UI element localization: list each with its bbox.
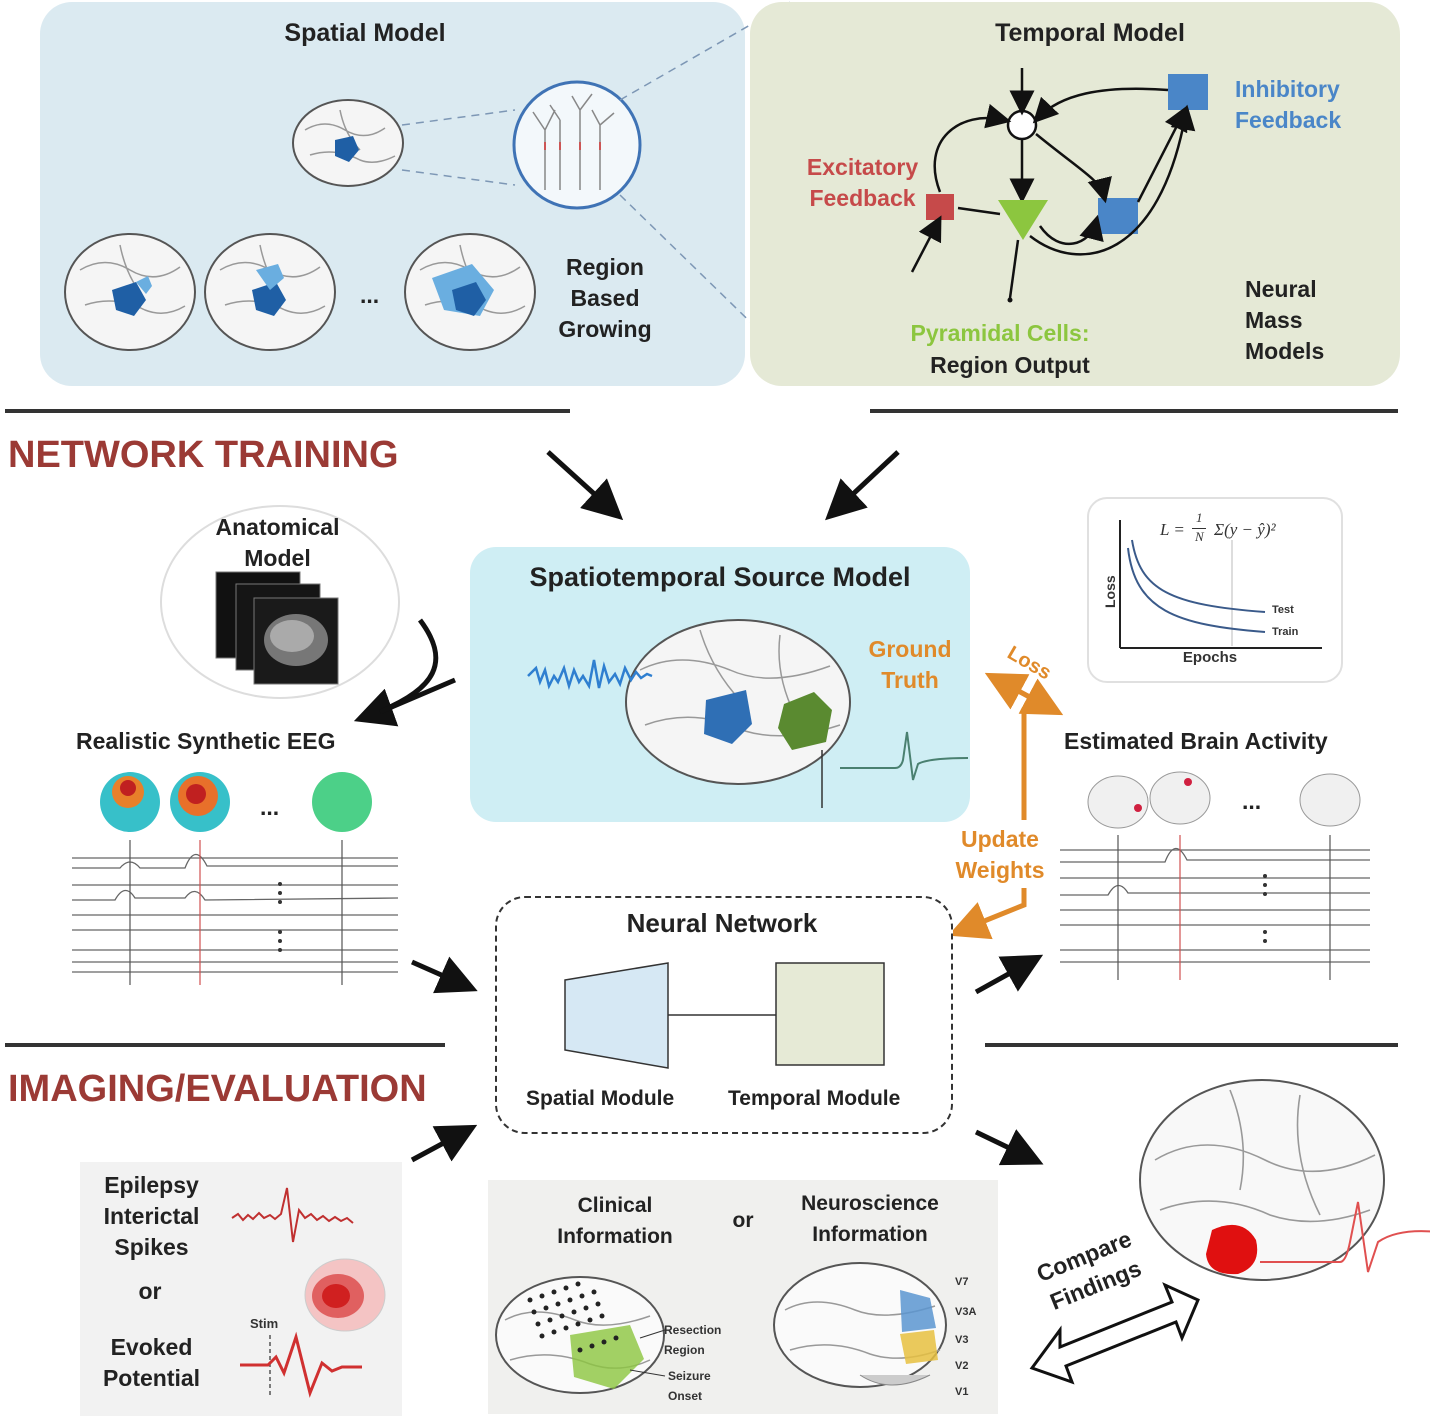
excitatory-feedback-label: Excitatory Feedback: [806, 154, 919, 211]
neural-network-title: Neural Network: [626, 908, 818, 938]
visual-area-v2: V2: [955, 1360, 969, 1372]
anatomical-model-label: Anatomical Model: [215, 514, 340, 571]
update-weights-label: Update Weights: [940, 824, 1060, 886]
estimated-activity-title: Estimated Brain Activity: [1064, 728, 1328, 754]
pyramidal-label: Pyramidal Cells:: [910, 320, 1090, 346]
loss-plot-card: [1087, 497, 1343, 683]
visual-area-v3: V3: [955, 1334, 969, 1346]
loss-series-test: Test: [1272, 604, 1294, 616]
estimated-ellipsis: ...: [1242, 788, 1262, 814]
visual-area-v3a: V3A: [955, 1306, 977, 1318]
evoked-label: Evoked Potential: [102, 1334, 201, 1391]
brain-growing-1-icon: [64, 233, 196, 351]
visual-area-v1: V1: [955, 1386, 969, 1398]
spatial-module-label: Spatial Module: [526, 1087, 675, 1110]
synthetic-eeg-title: Realistic Synthetic EEG: [76, 728, 336, 754]
imaging-evaluation-heading: IMAGING/EVALUATION: [8, 1068, 427, 1110]
neuro-info-label: Neuroscience Information: [801, 1192, 939, 1246]
neuron-zoom-icon: [512, 80, 642, 210]
loss-series-train: Train: [1272, 626, 1299, 638]
growing-label: Region Based Growing: [558, 254, 652, 342]
brains-ellipsis: ...: [360, 282, 380, 308]
temporal-module-shape: [775, 962, 885, 1066]
temporal-module-label: Temporal Module: [728, 1087, 901, 1110]
clinical-brain-icon: [495, 1276, 666, 1394]
loss-xlabel: Epochs: [1182, 649, 1238, 666]
region-output-label: Region Output: [930, 352, 1090, 378]
source-brain-icon: [625, 619, 851, 785]
network-training-heading: NETWORK TRAINING: [8, 434, 399, 476]
stim-label: Stim: [250, 1316, 279, 1331]
brain-small-icon: [292, 99, 404, 187]
neuro-brain-icon: [773, 1262, 947, 1388]
temporal-model-panel: [750, 2, 1400, 386]
synthetic-eeg-ellipsis: ...: [260, 794, 280, 820]
resection-label: Resection Region: [664, 1323, 722, 1357]
brain-growing-2-icon: [204, 233, 336, 351]
loss-formula: L = 1 N Σ(y − ŷ)²: [1160, 510, 1276, 544]
spatial-module-shape: [564, 962, 669, 1069]
epilepsy-label: Epilepsy Interictal Spikes: [103, 1172, 200, 1260]
brain-growing-3-icon: [404, 233, 536, 351]
data-types-or: or: [138, 1278, 162, 1304]
info-or: or: [732, 1209, 754, 1232]
temporal-model-title: Temporal Model: [995, 19, 1185, 47]
inhibitory-feedback-label: Inhibitory Feedback: [1235, 76, 1342, 133]
ground-truth-label: Ground Truth: [868, 636, 952, 693]
loss-train-curve: [1127, 547, 1266, 633]
seizure-label: Seizure Onset: [668, 1369, 711, 1403]
clinical-info-label: Clinical Information: [557, 1194, 673, 1248]
neural-mass-label: Neural Mass Models: [1245, 276, 1325, 364]
loss-test-curve: [1131, 539, 1266, 613]
source-model-title: Spatiotemporal Source Model: [529, 562, 911, 592]
spatial-model-title: Spatial Model: [284, 19, 446, 47]
visual-area-v7: V7: [955, 1276, 969, 1288]
